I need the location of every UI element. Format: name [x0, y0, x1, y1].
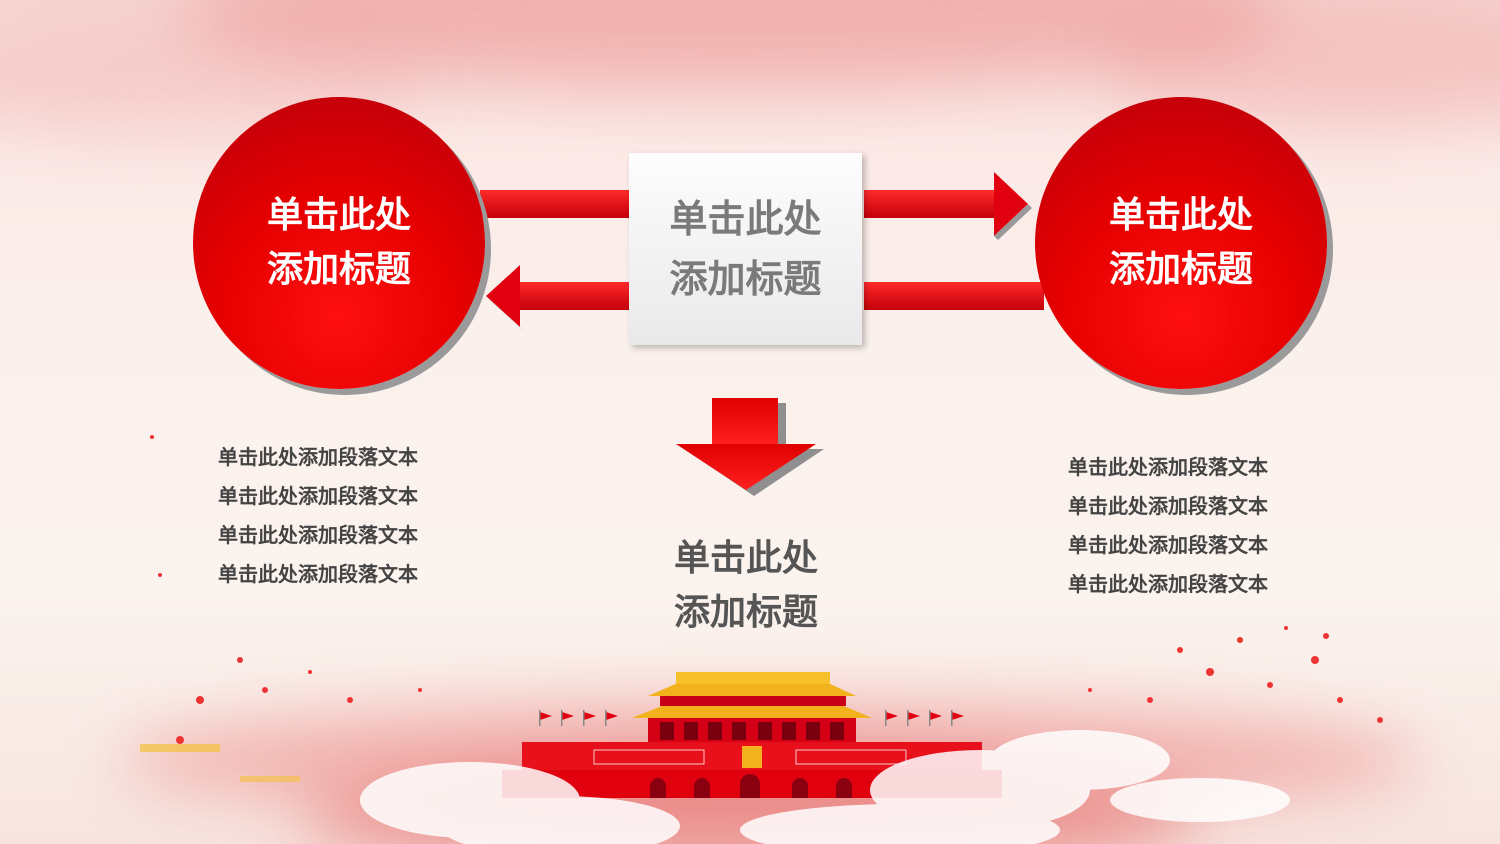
- arrow-left-icon: [486, 265, 1044, 331]
- right-paragraph-line: 单击此处添加段落文本: [1068, 533, 1268, 557]
- left-circle[interactable]: 单击此处 添加标题: [193, 97, 485, 389]
- right-paragraph-line: 单击此处添加段落文本: [1068, 494, 1268, 518]
- center-title-box[interactable]: 单击此处 添加标题: [629, 153, 862, 345]
- left-paragraph-line: 单击此处添加段落文本: [218, 484, 418, 508]
- right-paragraph-line: 单击此处添加段落文本: [1068, 455, 1268, 479]
- left-paragraph[interactable]: 单击此处添加段落文本 单击此处添加段落文本 单击此处添加段落文本 单击此处添加段…: [218, 438, 418, 594]
- arrow-right-icon: [480, 172, 1032, 240]
- right-paragraph[interactable]: 单击此处添加段落文本 单击此处添加段落文本 单击此处添加段落文本 单击此处添加段…: [1068, 448, 1268, 604]
- right-paragraph-line: 单击此处添加段落文本: [1068, 572, 1268, 596]
- left-paragraph-line: 单击此处添加段落文本: [218, 445, 418, 469]
- right-circle[interactable]: 单击此处 添加标题: [1035, 97, 1327, 389]
- cloud-decor: [360, 730, 1290, 844]
- center-box-title[interactable]: 单击此处 添加标题: [669, 197, 822, 301]
- speckle-dots: [150, 435, 1383, 744]
- bottom-title[interactable]: 单击此处 添加标题: [673, 538, 818, 633]
- left-paragraph-line: 单击此处添加段落文本: [218, 562, 418, 586]
- right-circle-title[interactable]: 单击此处 添加标题: [1108, 195, 1253, 290]
- arrow-down-icon: [676, 398, 824, 496]
- left-paragraph-line: 单击此处添加段落文本: [218, 523, 418, 547]
- left-circle-title[interactable]: 单击此处 添加标题: [266, 195, 411, 290]
